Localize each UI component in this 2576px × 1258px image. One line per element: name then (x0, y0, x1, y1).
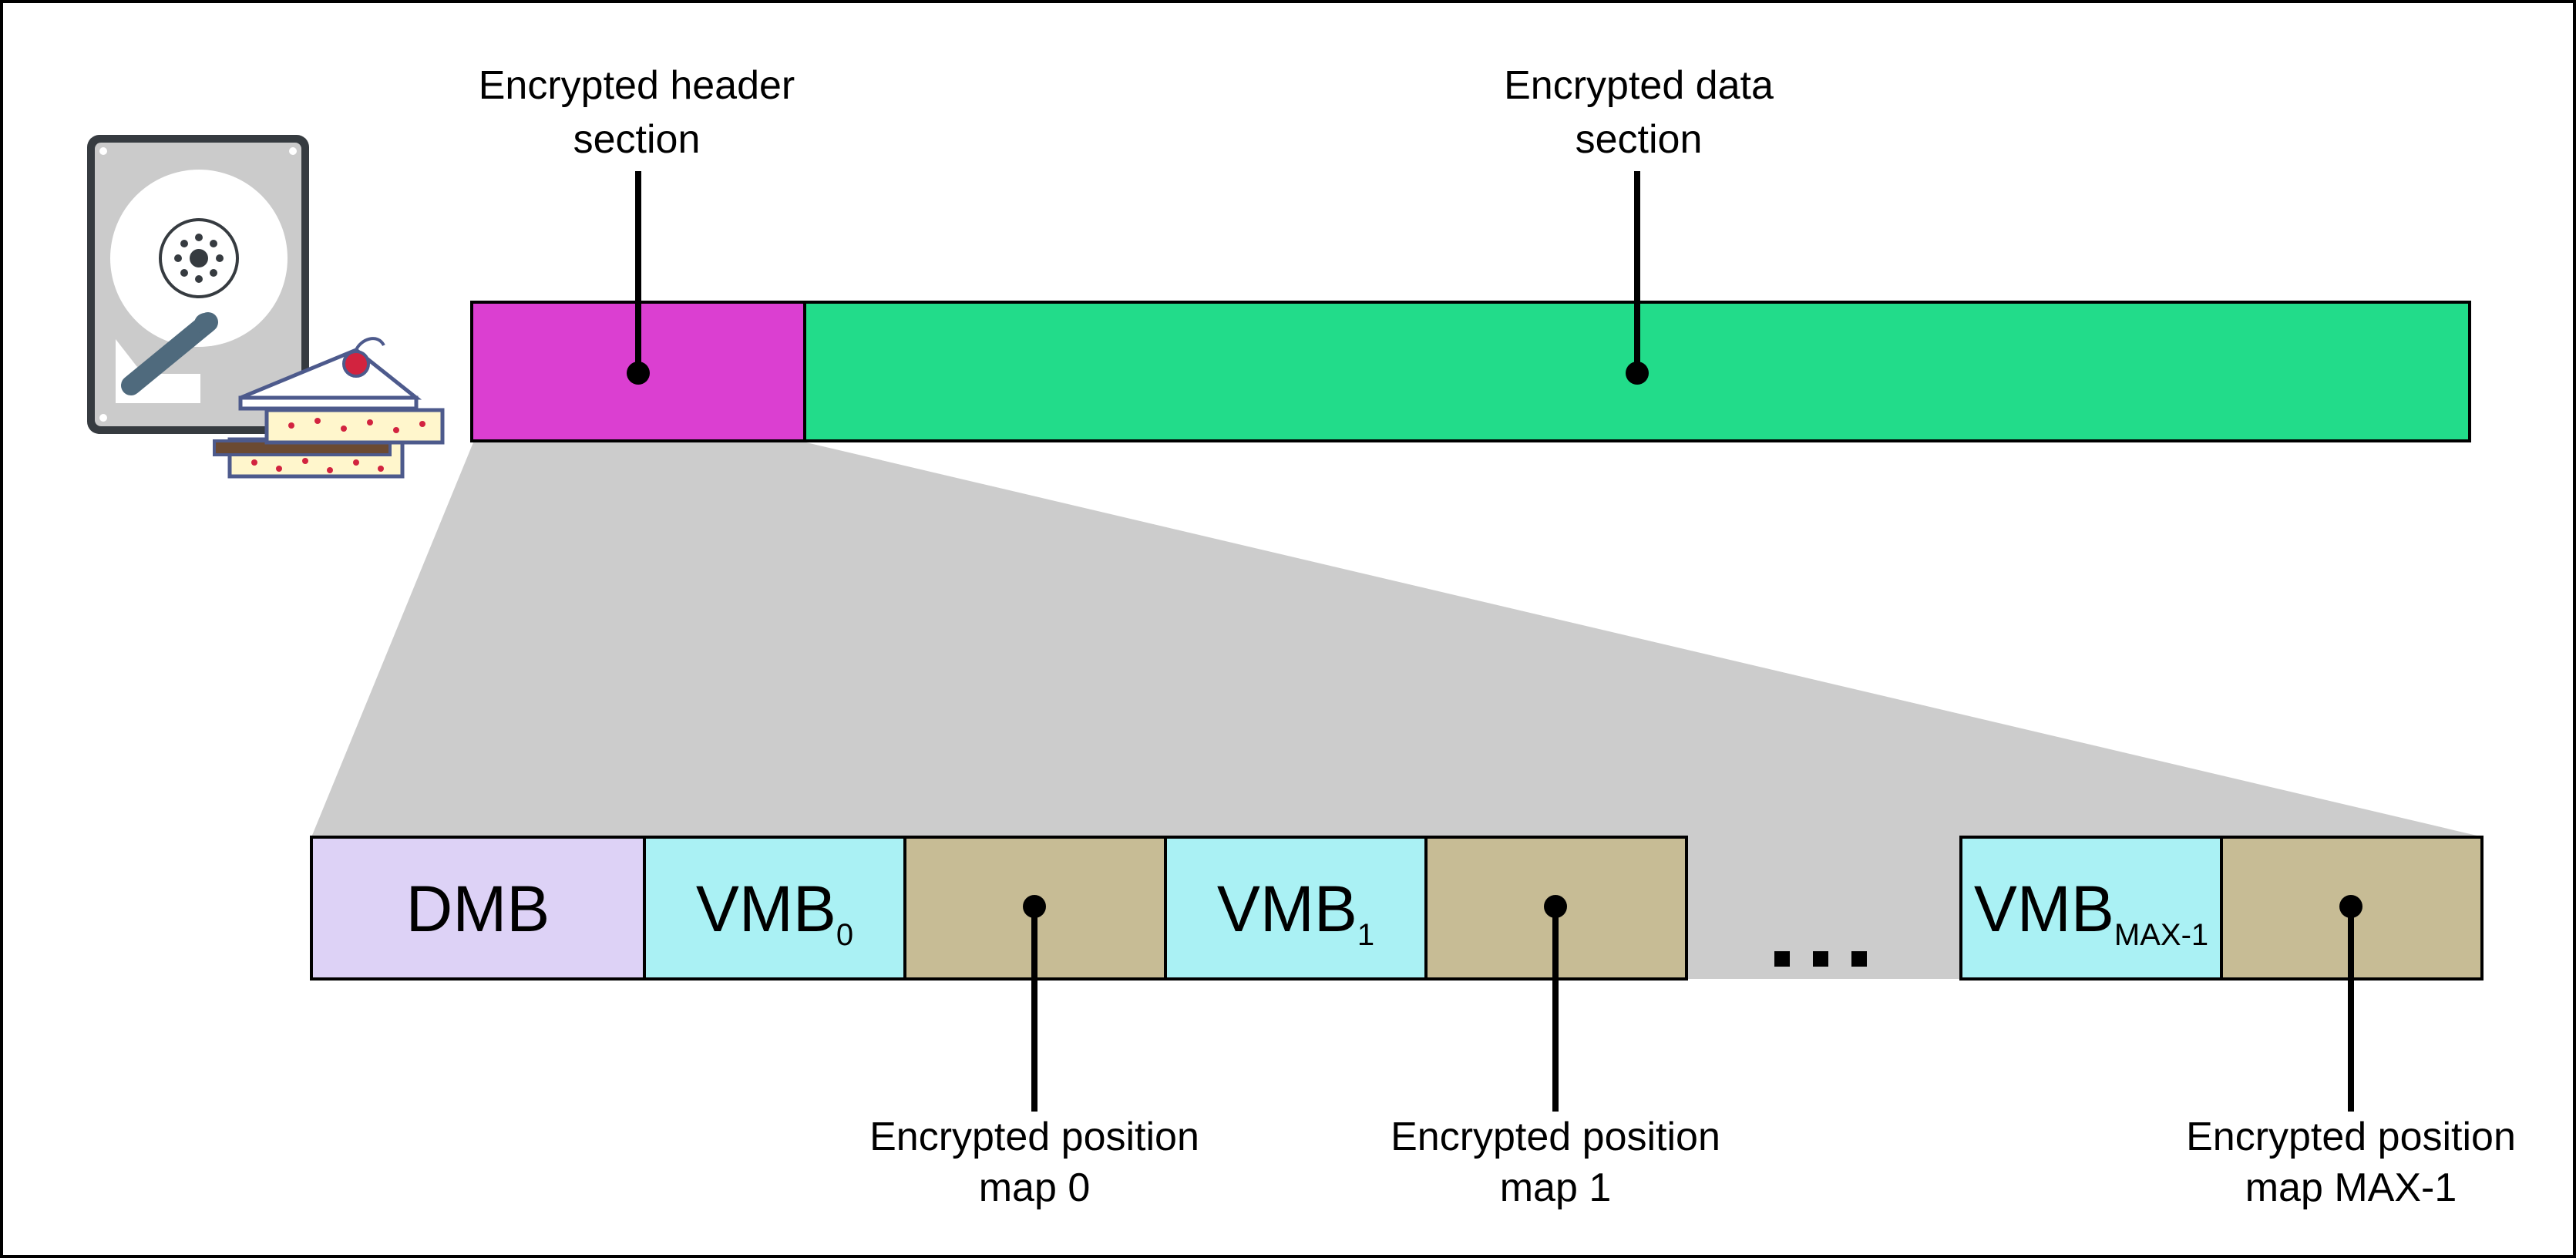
ellipsis: ... (1774, 951, 1867, 967)
hard-drive-icon (87, 135, 309, 434)
vmb-0-label: VMB0 (696, 873, 853, 952)
cake-icon (213, 337, 445, 479)
map-0-label-line2: map 0 (979, 1166, 1091, 1210)
vmb-max-label: VMBMAX-1 (1974, 873, 2208, 952)
map-0-label-line1: Encrypted position (869, 1115, 1199, 1159)
map-max-label-line1: Encrypted position (2186, 1115, 2516, 1159)
vmb-0-block (643, 836, 906, 980)
data-label-line2: section (1576, 117, 1703, 162)
map-1-label-line1: Encrypted position (1391, 1115, 1720, 1159)
vmb-max-block (1959, 836, 2223, 980)
data-label-line1: Encrypted data (1504, 63, 1774, 108)
vmb-1-block (1164, 836, 1428, 980)
dmb-label: DMB (406, 873, 550, 945)
map-max-label-line2: map MAX-1 (2245, 1166, 2457, 1210)
vmb-1-label: VMB1 (1217, 873, 1374, 952)
map-1-label-line2: map 1 (1500, 1166, 1612, 1210)
data-pointer-dot (1626, 362, 1649, 385)
header-pointer-dot (627, 362, 650, 385)
header-label-line1: Encrypted header (479, 63, 795, 108)
header-label-line2: section (573, 117, 701, 162)
